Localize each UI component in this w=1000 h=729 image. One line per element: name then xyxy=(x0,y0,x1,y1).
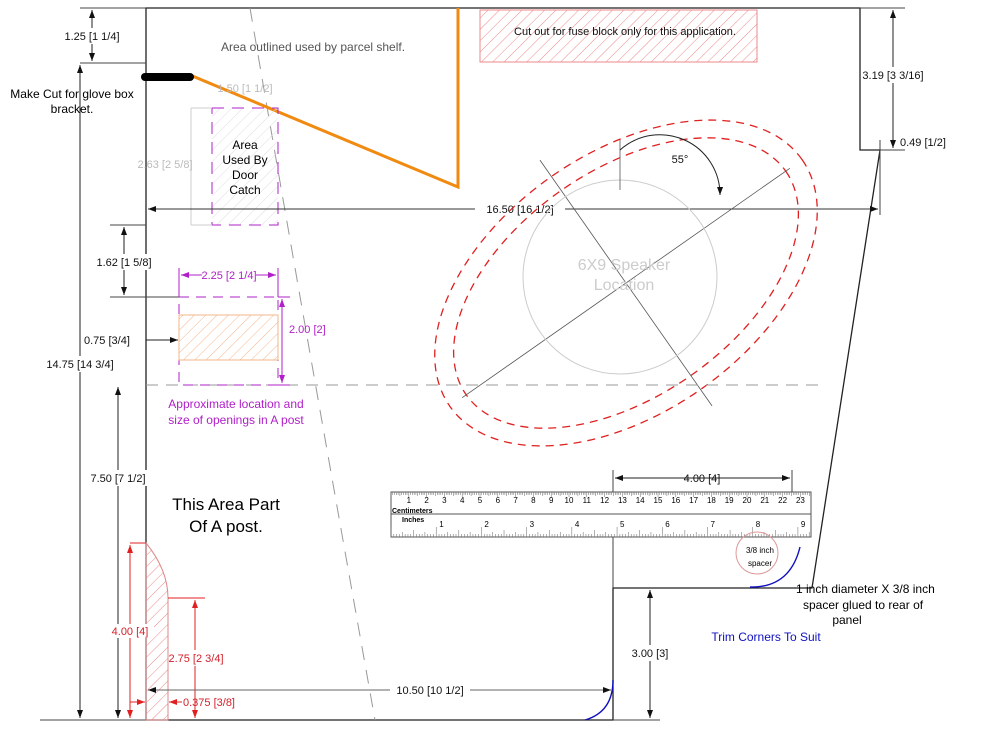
ruler-cm-tick: 3 xyxy=(442,496,447,505)
ruler-inch-tick: 8 xyxy=(756,520,761,529)
ruler-cm-tick: 20 xyxy=(743,496,752,505)
ruler-inch-tick: 1 xyxy=(439,520,444,529)
ruler-cm-tick: 23 xyxy=(796,496,805,505)
speaker-label-2: Location xyxy=(594,277,655,294)
ruler-inch-tick: 5 xyxy=(620,520,625,529)
dim-0-49: 0.49 [1/2] xyxy=(900,137,946,149)
ruler-cm-tick: 15 xyxy=(654,496,663,505)
spacer-note-2: spacer glued to rear of xyxy=(803,598,924,612)
a-post-openings-note-1: Approximate location and xyxy=(168,397,303,411)
ruler-cm-tick: 17 xyxy=(689,496,698,505)
dim-3-19: 3.19 [3 3/16] xyxy=(862,70,923,82)
glove-box-note-2: bracket. xyxy=(51,102,94,116)
ruler-cm-tick: 13 xyxy=(618,496,627,505)
spacer-note-3: panel xyxy=(832,613,861,627)
ruler-inch-tick: 3 xyxy=(530,520,535,529)
ruler-cm-tick: 10 xyxy=(565,496,574,505)
trim-corner-right xyxy=(749,546,801,588)
speaker-outer-ellipse xyxy=(434,119,818,447)
ruler-cm-label: Centimeters xyxy=(392,508,433,515)
ruler-cm-tick: 7 xyxy=(513,496,518,505)
ruler-in-label: Inches xyxy=(402,517,424,524)
a-post-area-note-2: Of A post. xyxy=(189,517,263,536)
ruler-cm-tick: 18 xyxy=(707,496,716,505)
door-catch-line-4: Catch xyxy=(229,183,260,197)
ruler-cm-tick: 5 xyxy=(478,496,483,505)
dim-4-00-red: 4.00 [4] xyxy=(112,626,149,638)
dim-0-375: 0.375 [3/8] xyxy=(183,697,235,709)
dim-16-50: 16.50 [16 1/2] xyxy=(486,204,553,216)
dim-2-00: 2.00 [2] xyxy=(289,324,326,336)
spacer-note-1: 1 inch diameter X 3/8 inch xyxy=(796,582,935,596)
trim-corner-bottom xyxy=(584,679,614,721)
door-catch-line-1: Area xyxy=(232,138,258,152)
parcel-shelf-note: Area outlined used by parcel shelf. xyxy=(221,40,405,54)
speaker-location xyxy=(434,119,818,447)
dim-4-00-top: 4.00 [4] xyxy=(684,473,721,485)
angle-arc xyxy=(619,134,724,196)
ruler-cm-tick: 14 xyxy=(636,496,645,505)
dim-angle-55: 55° xyxy=(672,154,689,166)
door-catch-line-2: Used By xyxy=(222,153,267,167)
dim-2-25: 2.25 [2 1/4] xyxy=(201,270,256,282)
glove-box-note-1: Make Cut for glove box xyxy=(10,87,133,101)
speaker-label-1: 6X9 Speaker xyxy=(578,257,671,274)
ruler-cm-tick: 6 xyxy=(496,496,501,505)
dim-1-25: 1.25 [1 1/4] xyxy=(64,31,119,43)
ruler-inch-tick: 4 xyxy=(575,520,580,529)
ruler-inch-tick: 9 xyxy=(801,520,806,529)
a-post-opening xyxy=(178,314,279,361)
dim-3-00: 3.00 [3] xyxy=(632,648,669,660)
ruler-cm-tick: 21 xyxy=(760,496,769,505)
door-catch-area xyxy=(211,107,279,226)
ruler-cm-tick: 11 xyxy=(583,496,592,505)
spacer-label-1: 3/8 inch xyxy=(746,546,774,555)
fuse-block-cutout xyxy=(479,9,758,63)
dim-2-63: 2.63 [2 5/8] xyxy=(137,159,192,171)
a-post-openings-note-2: size of openings in A post xyxy=(168,413,304,427)
dim-2-75: 2.75 [2 3/4] xyxy=(168,653,223,665)
dim-0-75: 0.75 [3/4] xyxy=(84,335,130,347)
dim-10-50: 10.50 [10 1/2] xyxy=(396,685,463,697)
ruler-cm-tick: 19 xyxy=(725,496,734,505)
panel-outline xyxy=(145,7,881,721)
ruler-cm-tick: 22 xyxy=(778,496,787,505)
ruler-cm-tick: 1 xyxy=(407,496,412,505)
ruler-cm-tick: 16 xyxy=(671,496,680,505)
parcel-shelf-outline xyxy=(249,7,376,721)
ruler-cm-tick: 8 xyxy=(531,496,536,505)
ruler-cm-tick: 12 xyxy=(600,496,609,505)
ruler-cm-tick: 4 xyxy=(460,496,465,505)
a-post-hatch xyxy=(145,541,169,721)
door-catch-line-3: Door xyxy=(232,168,258,182)
dim-1-62: 1.62 [1 5/8] xyxy=(96,257,151,269)
ruler-inch-tick: 2 xyxy=(484,520,489,529)
trim-corners-note: Trim Corners To Suit xyxy=(711,630,821,644)
ruler-inch-tick: 7 xyxy=(710,520,715,529)
dim-7-50: 7.50 [7 1/2] xyxy=(90,473,145,485)
ruler-inch-tick: 6 xyxy=(665,520,670,529)
dim-14-75: 14.75 [14 3/4] xyxy=(46,359,113,371)
fuse-block-note: Cut out for fuse block only for this app… xyxy=(514,26,736,38)
ruler-cm-tick: 9 xyxy=(549,496,554,505)
spacer-label-2: spacer xyxy=(748,559,772,568)
dim-1-50: 1.50 [1 1/2] xyxy=(217,83,272,95)
orange-cut-line xyxy=(189,8,460,190)
ruler-cm-tick: 2 xyxy=(424,496,429,505)
a-post-area-note-1: This Area Part xyxy=(172,495,280,514)
spacer-circle xyxy=(735,531,779,575)
